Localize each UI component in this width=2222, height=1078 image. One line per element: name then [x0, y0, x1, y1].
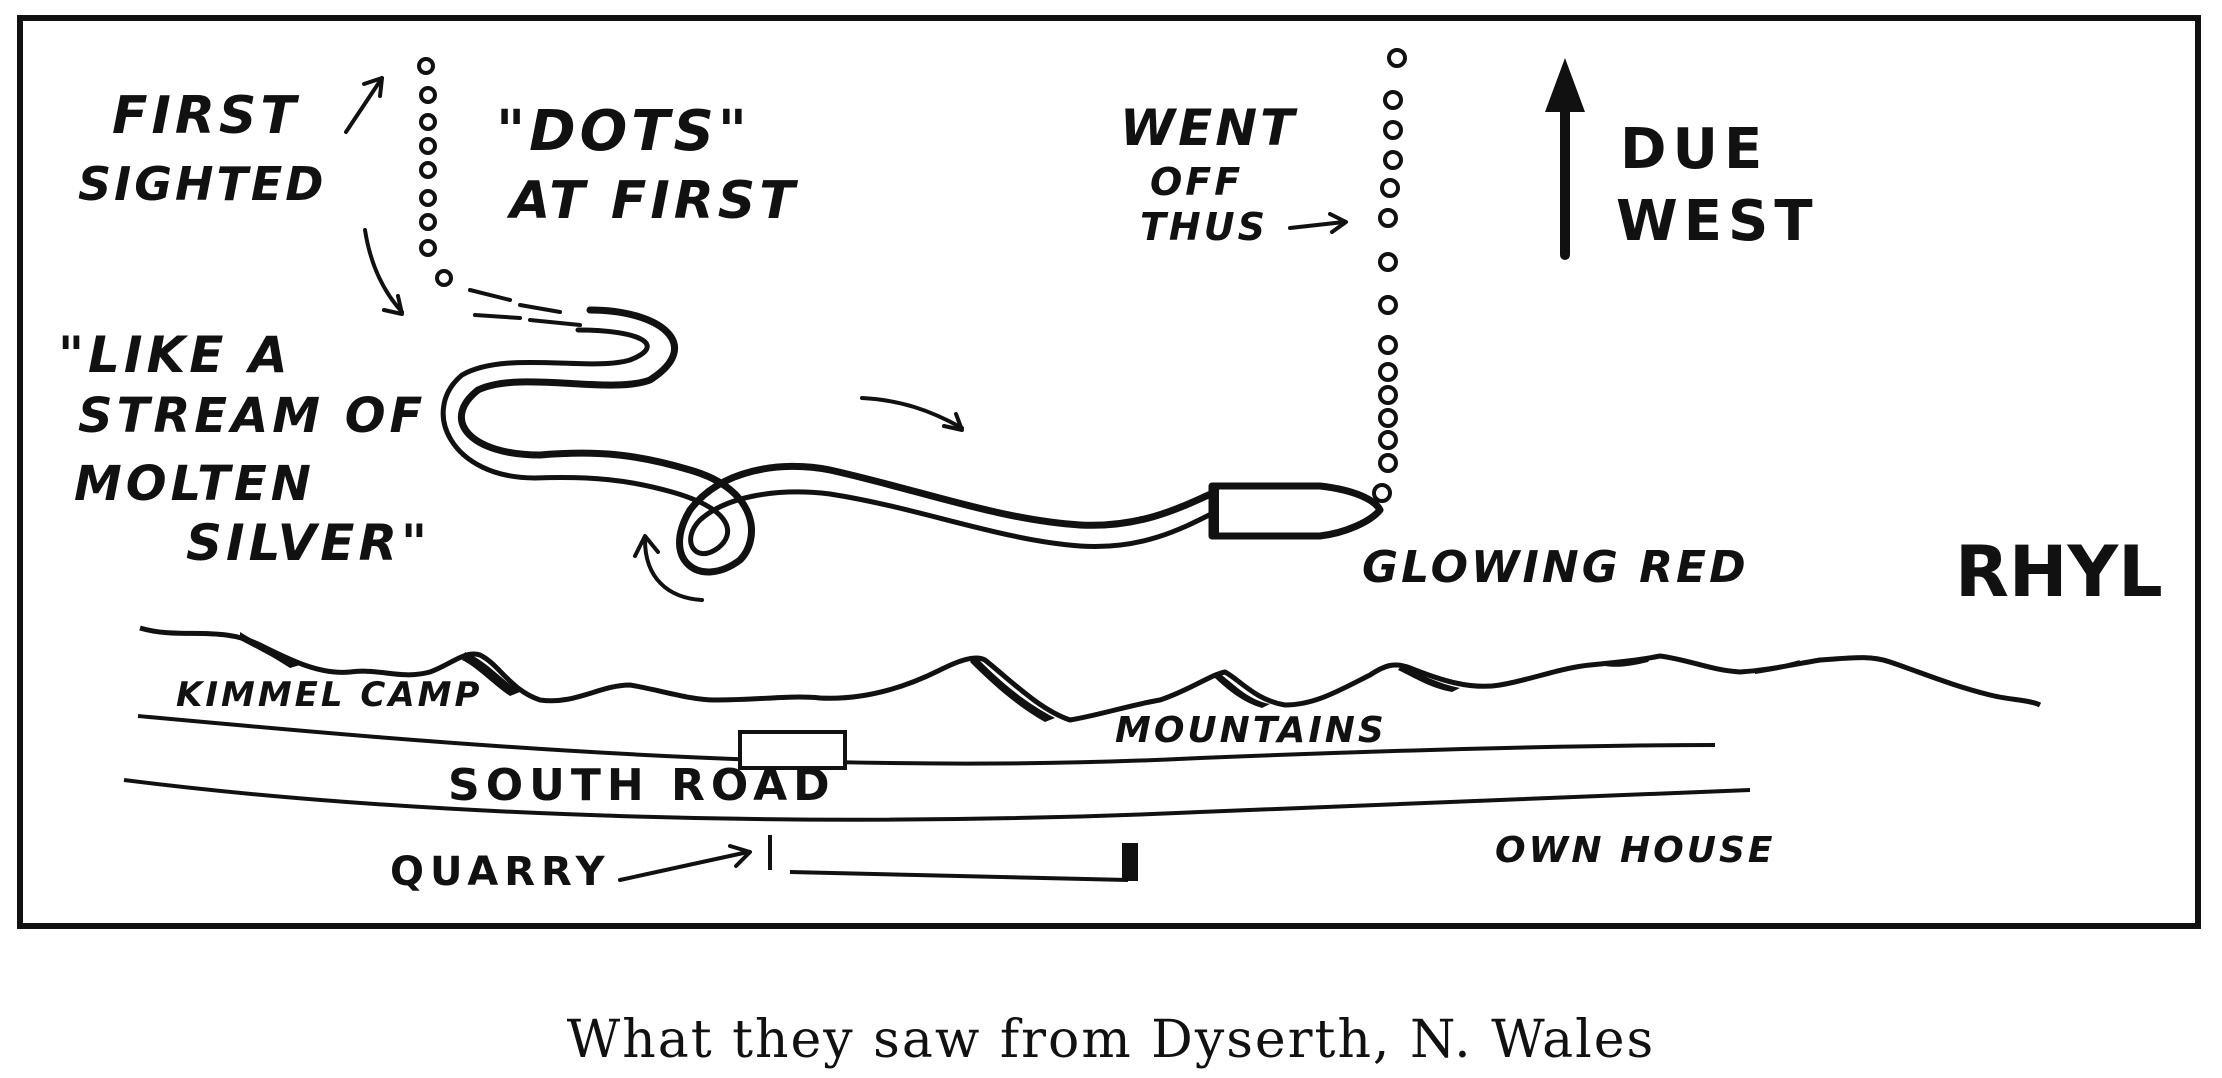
road-line-upper [137, 714, 1716, 766]
stream-start-arrow-icon [363, 228, 404, 314]
label-glowing-red: GLOWING RED [1362, 542, 1749, 593]
label-silver: SILVER" [186, 514, 431, 572]
label-stream-of: STREAM OF [78, 388, 426, 444]
camp-building [738, 730, 847, 770]
quarry-arrow-icon [618, 850, 750, 882]
quarry-line [768, 835, 1138, 882]
due-west-arrow-icon [1545, 58, 1585, 260]
dots-column-right [1372, 48, 1407, 503]
silver-stream-ribbon [457, 306, 1219, 576]
dots-column-left [417, 57, 453, 287]
label-south-road: SOUTH ROAD [448, 760, 836, 811]
flow-arrow-icon [860, 396, 964, 430]
glowing-object [1208, 482, 1384, 540]
label-own-house: OWN HOUSE [1495, 830, 1775, 871]
annotation-arrows [344, 76, 1348, 882]
label-off: OFF [1150, 160, 1243, 204]
label-kimmel-camp: KIMMEL CAMP [176, 675, 482, 715]
label-west: WEST [1616, 189, 1819, 254]
dots-to-stream-dashes [468, 288, 582, 327]
first-sighted-arrow-icon [344, 76, 384, 134]
label-first: FIRST [112, 86, 300, 146]
label-quarry: QUARRY [390, 849, 611, 895]
road-line-lower [123, 778, 1751, 822]
label-molten: MOLTEN [74, 456, 315, 512]
label-dots: "DOTS" [496, 99, 751, 164]
label-due: DUE [1620, 117, 1768, 182]
label-sighted: SIGHTED [78, 157, 326, 211]
mountains-outline [139, 625, 2042, 723]
label-thus: THUS [1140, 205, 1268, 249]
label-like-a: "LIKE A [58, 326, 292, 384]
curl-arrow-icon [643, 538, 704, 602]
diagram-frame [17, 15, 2201, 929]
label-at-first: AT FIRST [506, 171, 799, 231]
label-mountains: MOUNTAINS [1115, 710, 1387, 751]
label-rhyl: RHYL [1955, 531, 2163, 613]
figure-caption: What they saw from Dyserth, N. Wales [567, 1010, 1656, 1070]
mountain-shading [240, 632, 1800, 722]
label-went: WENT [1120, 99, 1298, 157]
went-off-arrow-icon [1288, 220, 1346, 230]
silver-stream-ribbon-outer [440, 327, 1218, 557]
